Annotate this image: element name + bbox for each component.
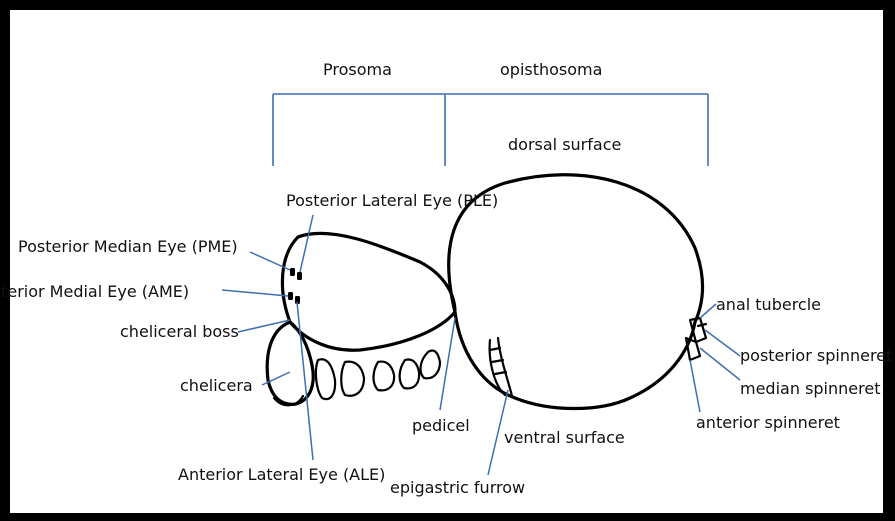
eye-pme bbox=[290, 268, 295, 276]
label-median-spinneret: median spinneret bbox=[740, 379, 880, 398]
eye-ple bbox=[297, 272, 302, 280]
label-epigastric-furrow: epigastric furrow bbox=[390, 478, 525, 497]
label-pedicel: pedicel bbox=[412, 416, 470, 435]
eye-ame bbox=[288, 292, 293, 300]
label-cheliceral-boss: cheliceral boss bbox=[120, 322, 239, 341]
label-prosoma: Prosoma bbox=[323, 60, 392, 79]
label-ple: Posterior Lateral Eye (PLE) bbox=[286, 191, 498, 210]
label-chelicera: chelicera bbox=[180, 376, 253, 395]
label-ale: Anterior Lateral Eye (ALE) bbox=[178, 465, 385, 484]
label-anal-tubercle: anal tubercle bbox=[716, 295, 821, 314]
label-ame: Anterior Medial Eye (AME) bbox=[0, 282, 189, 301]
label-dorsal-surface: dorsal surface bbox=[508, 135, 621, 154]
label-anterior-spinneret: anterior spinneret bbox=[696, 413, 840, 432]
leader-lines bbox=[222, 215, 740, 475]
eye-cluster bbox=[288, 268, 302, 304]
label-ventral-surface: ventral surface bbox=[504, 428, 625, 447]
label-posterior-spinneret: posterior spinneret bbox=[740, 346, 892, 365]
leg-stumps bbox=[316, 350, 440, 399]
body-region-bracket bbox=[273, 94, 708, 166]
prosoma-outline bbox=[282, 233, 455, 350]
label-opisthosoma: opisthosoma bbox=[500, 60, 602, 79]
label-pme: Posterior Median Eye (PME) bbox=[18, 237, 238, 256]
